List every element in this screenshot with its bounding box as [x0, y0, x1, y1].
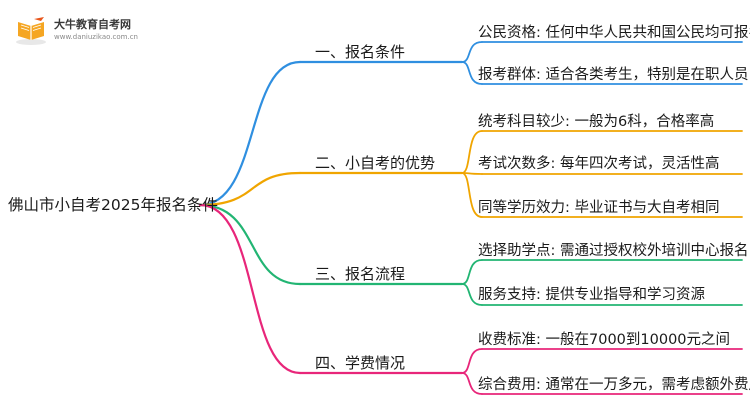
root-branch-connector	[198, 203, 302, 375]
leaf-node: 综合费用: 通常在一万多元，需考虑额外费用	[478, 377, 750, 393]
leaf-node: 同等学历效力: 毕业证书与大自考相同	[478, 200, 720, 216]
book-logo-icon	[16, 17, 46, 45]
root-branch-connector	[198, 60, 302, 207]
branch-leaf-connector	[461, 41, 483, 63]
leaf-node: 收费标准: 一般在7000到10000元之间	[478, 332, 731, 348]
leaf-node: 公民资格: 任何中华人民共和国公民均可报名	[478, 25, 750, 41]
leaf-node: 服务支持: 提供专业指导和学习资源	[478, 287, 705, 303]
branch-leaf-connector	[461, 259, 483, 285]
logo-site-name: 大牛教育自考网	[54, 18, 131, 31]
branch-node-advantages: 二、小自考的优势	[315, 154, 436, 172]
branch-node-registration-process: 三、报名流程	[315, 265, 406, 283]
branch-leaf-connector	[461, 172, 483, 218]
leaf-node: 报考群体: 适合各类考生，特别是在职人员	[478, 67, 749, 83]
root-branch-connector	[198, 171, 302, 207]
branch-node-tuition: 四、学费情况	[315, 354, 406, 372]
branch-leaf-connector	[461, 348, 483, 374]
leaf-node: 选择助学点: 需通过授权校外培训中心报名	[478, 243, 749, 259]
leaf-node: 考试次数多: 每年四次考试，灵活性高	[478, 156, 720, 172]
branch-leaf-connector	[461, 61, 483, 85]
branch-leaf-connector	[461, 130, 483, 174]
root-node: 佛山市小自考2025年报名条件	[8, 196, 218, 214]
branch-leaf-connector	[461, 372, 483, 395]
logo-site-url: www.daniuzikao.com.cn	[54, 33, 138, 41]
branch-leaf-connector	[461, 283, 483, 306]
root-branch-connector	[198, 203, 302, 286]
site-logo: 大牛教育自考网 www.daniuzikao.com.cn	[14, 14, 174, 48]
leaf-node: 统考科目较少: 一般为6科，合格率高	[478, 114, 715, 130]
branch-node-registration-conditions: 一、报名条件	[315, 43, 406, 61]
